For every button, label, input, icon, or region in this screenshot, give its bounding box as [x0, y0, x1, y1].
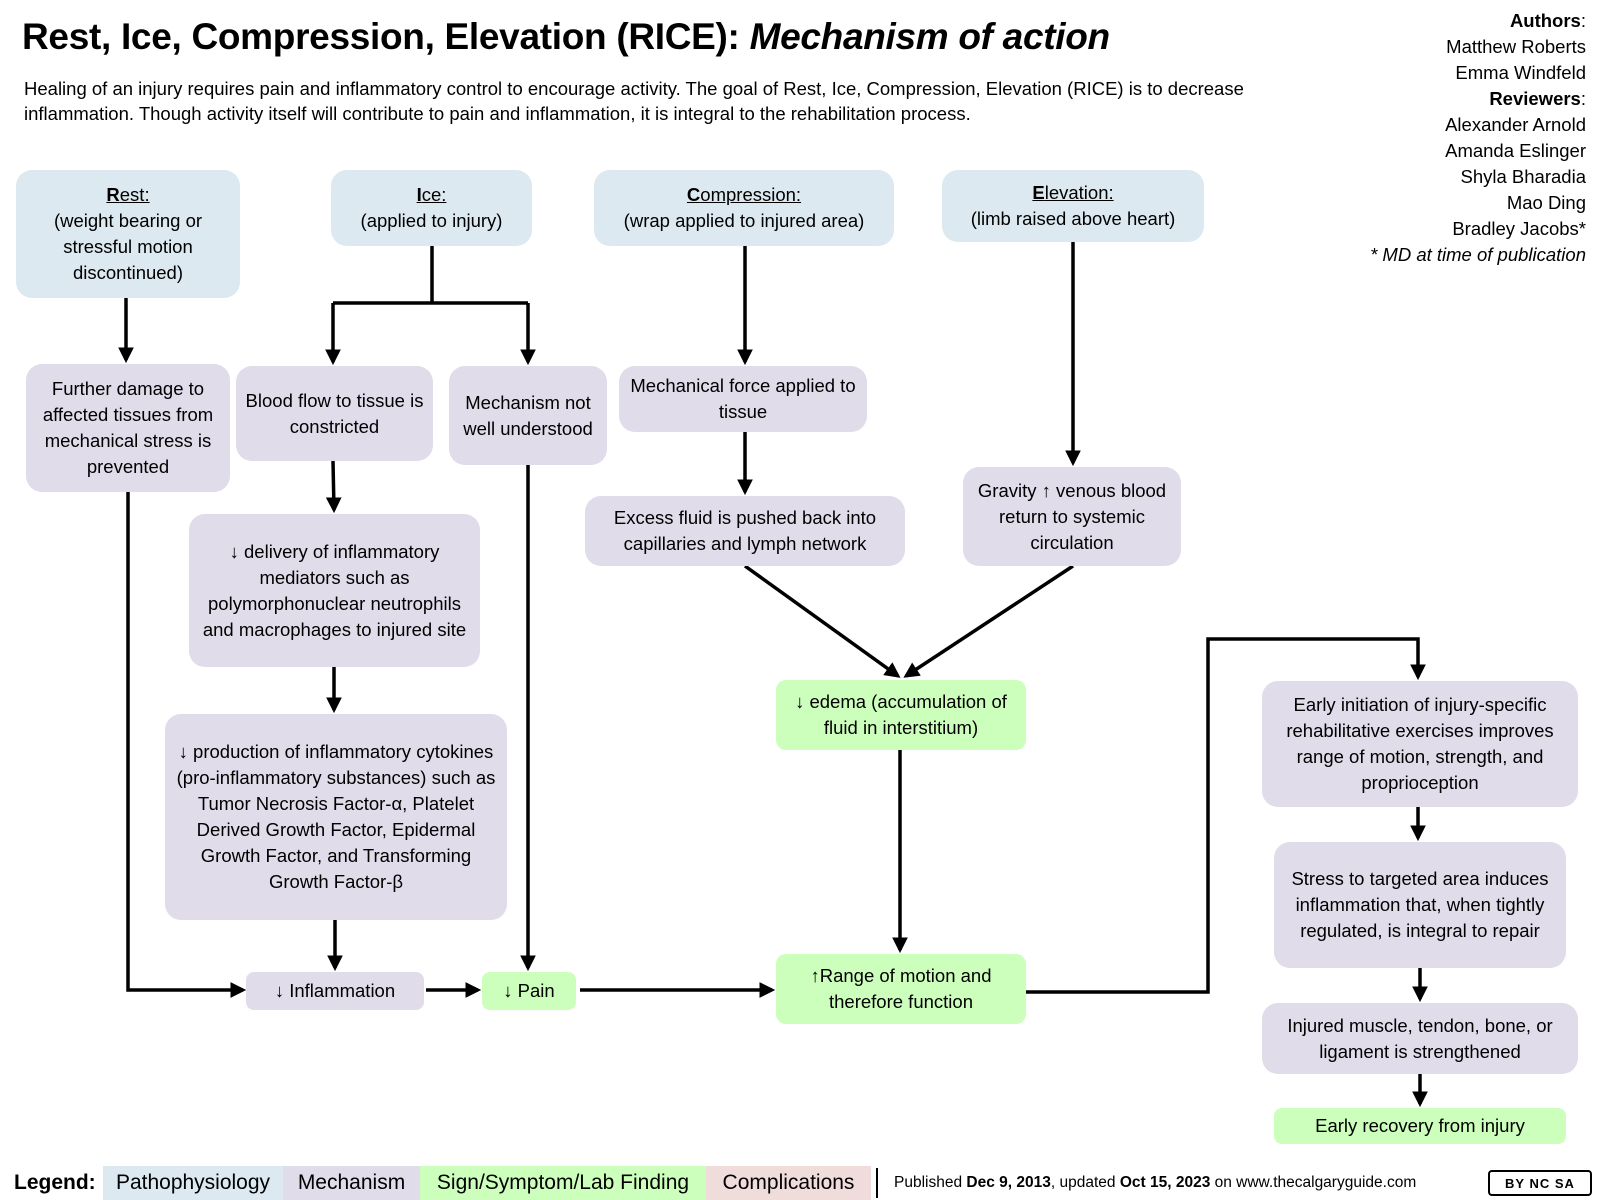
- reviewer-name: Shyla Bharadia: [1460, 166, 1586, 187]
- box-rest: Rest: (weight bearing or stressful motio…: [16, 170, 240, 298]
- legend-label: Legend:: [14, 1171, 96, 1194]
- arrow-gravity-to-edema: [903, 564, 1074, 678]
- arrow-damage-to-inflammation: [126, 492, 247, 998]
- box-compression: Compression: (wrap applied to injured ar…: [594, 170, 894, 246]
- website-link[interactable]: on www.thecalgaryguide.com: [1214, 1174, 1417, 1191]
- rest-heading: Rest:: [106, 184, 150, 205]
- publication-info: Published Dec 9, 2013, updated Oct 15, 2…: [894, 1174, 1417, 1191]
- authors-heading: Authors: [1509, 10, 1581, 31]
- reviewer-name: Alexander Arnold: [1445, 114, 1586, 135]
- box-early-recovery: Early recovery from injury: [1274, 1108, 1566, 1144]
- legend-complications: Complications: [706, 1166, 871, 1200]
- intro-paragraph: Healing of an injury requires pain and i…: [24, 78, 1244, 124]
- reviewer-name: Amanda Eslinger: [1445, 140, 1586, 161]
- title-subtitle: Mechanism of action: [749, 16, 1111, 57]
- ice-detail: (applied to injury): [360, 210, 503, 231]
- compression-detail: (wrap applied to injured area): [623, 210, 865, 231]
- compression-heading: Compression:: [686, 184, 802, 205]
- arrow-fluid-to-edema: [743, 564, 901, 678]
- legend-pathophysiology: Pathophysiology: [103, 1166, 283, 1200]
- arrow-range-to-early-initiation: [1026, 637, 1426, 994]
- arrow-bloodflow-to-mediators: [325, 460, 342, 514]
- box-cytokines: ↓ production of inflammatory cytokines (…: [165, 714, 507, 920]
- rest-detail: (weight bearing or stressful motion disc…: [53, 210, 203, 283]
- creative-commons-license-icon: BY NC SA: [1488, 1170, 1592, 1196]
- box-edema: ↓ edema (accumulation of fluid in inters…: [776, 680, 1026, 750]
- box-range-of-motion: ↑Range of motion and therefore function: [776, 954, 1026, 1024]
- box-mechanism-unknown: Mechanism not well understood: [449, 366, 607, 465]
- credits-note: * MD at time of publication: [1370, 244, 1586, 265]
- legend-mechanism: Mechanism: [283, 1166, 420, 1200]
- elevation-heading: Elevation:: [1032, 182, 1114, 203]
- box-excess-fluid: Excess fluid is pushed back into capilla…: [585, 496, 905, 566]
- reviewer-name: Mao Ding: [1506, 192, 1586, 213]
- box-strengthened: Injured muscle, tendon, bone, or ligamen…: [1262, 1003, 1578, 1074]
- box-mediators: ↓ delivery of inflammatory mediators suc…: [189, 514, 480, 667]
- box-elevation: Elevation: (limb raised above heart): [942, 170, 1204, 242]
- box-gravity: Gravity ↑ venous blood return to systemi…: [963, 467, 1181, 566]
- elevation-detail: (limb raised above heart): [970, 208, 1176, 229]
- box-further-damage: Further damage to affected tissues from …: [26, 364, 230, 492]
- author-name: Emma Windfeld: [1455, 62, 1586, 83]
- credits: Authors: Matthew Roberts Emma Windfeld R…: [1286, 8, 1586, 268]
- box-blood-flow: Blood flow to tissue is constricted: [236, 366, 433, 461]
- legend-sign-symptom: Sign/Symptom/Lab Finding: [420, 1166, 706, 1200]
- box-mechanical-force: Mechanical force applied to tissue: [619, 366, 867, 432]
- ice-heading: Ice:: [416, 184, 447, 205]
- title-main: Rest, Ice, Compression, Elevation (RICE)…: [22, 16, 740, 57]
- box-stress: Stress to targeted area induces inflamma…: [1274, 842, 1566, 968]
- box-inflammation: ↓ Inflammation: [246, 972, 424, 1010]
- page-title: Rest, Ice, Compression, Elevation (RICE)…: [22, 16, 1110, 58]
- published-date: Dec 9, 2013: [966, 1174, 1051, 1191]
- author-name: Matthew Roberts: [1446, 36, 1586, 57]
- box-pain: ↓ Pain: [482, 972, 576, 1010]
- legend-bar: Legend: Pathophysiology Mechanism Sign/S…: [0, 1166, 1600, 1200]
- reviewers-heading: Reviewers: [1489, 88, 1581, 109]
- updated-date: Oct 15, 2023: [1119, 1174, 1211, 1191]
- reviewer-name: Bradley Jacobs*: [1452, 218, 1586, 239]
- legend-divider: [876, 1168, 878, 1198]
- box-ice: Ice: (applied to injury): [331, 170, 532, 246]
- box-early-initiation: Early initiation of injury-specific reha…: [1262, 681, 1578, 807]
